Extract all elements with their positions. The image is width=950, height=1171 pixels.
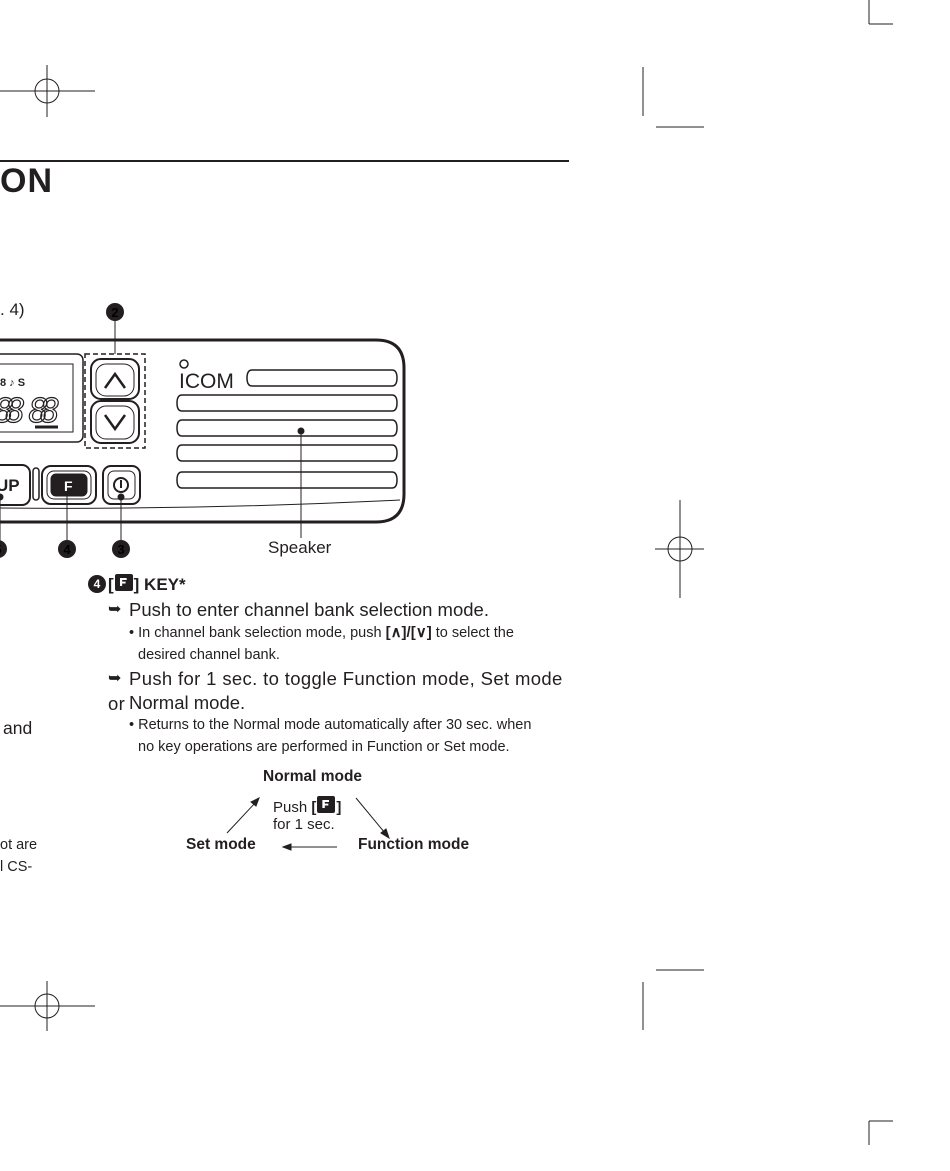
flow-push-label: Push [] <box>273 796 341 816</box>
flow-arrows <box>226 796 390 851</box>
f-key-icon <box>317 796 336 813</box>
note-1-keys: [∧]/[∨] <box>385 624 432 641</box>
instruction-item-2-line-1: Push for 1 sec. to toggle Function mode,… <box>108 668 563 714</box>
note-1-line-2: desired channel bank. <box>138 647 280 663</box>
speaker-label: Speaker <box>268 538 332 557</box>
callout-circles <box>0 303 130 558</box>
flow-bracket-close: ] <box>336 799 342 816</box>
page-heading: ON <box>0 162 53 200</box>
flow-bracket-open: [ <box>311 799 317 816</box>
left-column-fragment-ot-are: ot are <box>0 837 38 853</box>
instruction-item-2: ➥ Push for 1 sec. to toggle Function mod… <box>108 666 578 716</box>
callout-4: 4 <box>63 542 71 557</box>
callout-5: 5 <box>0 542 2 557</box>
flow-set-mode: Set mode <box>186 836 256 853</box>
left-column-fragment-cs: l CS- <box>0 859 33 875</box>
arrow-bullet-icon: ➥ <box>108 670 122 687</box>
f-key-icon <box>114 574 133 591</box>
section-number: 4 <box>88 575 106 593</box>
page-ref-fragment: . 4) <box>0 300 25 319</box>
note-2-line-1: • Returns to the Normal mode automatical… <box>129 717 532 733</box>
icom-brand: ICOM <box>179 370 234 393</box>
section-title-open: [ <box>108 575 114 594</box>
radio-front-panel <box>0 320 406 541</box>
callout-3: 3 <box>117 542 124 557</box>
instruction-item-2-line-2: Normal mode. <box>129 692 246 713</box>
instruction-item-1-note: • In channel bank selection mode, push [… <box>129 622 589 644</box>
display-digits: 88 88 <box>0 391 60 430</box>
f-button-label: F <box>64 478 73 494</box>
left-column-fragment-and: and <box>3 718 33 738</box>
f-key-section-title: 4[ ] KEY* <box>88 574 186 595</box>
flow-function-mode: Function mode <box>358 836 470 853</box>
up-button-label: UP <box>0 476 20 495</box>
section-title-rest: ] KEY* <box>133 575 186 594</box>
registration-marks <box>0 0 893 1145</box>
note-1-text-a: • In channel bank selection mode, push <box>129 625 386 641</box>
leader-dots <box>0 427 305 501</box>
flow-normal-mode: Normal mode <box>263 768 363 785</box>
callout-2: 2 <box>111 305 118 320</box>
note-1-text-b: to select the <box>431 625 514 641</box>
instruction-item-1-text: Push to enter channel bank selection mod… <box>129 599 489 620</box>
display-icons: 8 ♪ S <box>0 377 25 389</box>
flow-push-text: Push <box>273 799 312 816</box>
arrow-bullet-icon: ➥ <box>108 601 122 618</box>
note-2-line-2: no key operations are performed in Funct… <box>138 739 510 755</box>
flow-duration: for 1 sec. <box>273 816 335 833</box>
instruction-item-1: ➥ Push to enter channel bank selection m… <box>108 597 578 622</box>
